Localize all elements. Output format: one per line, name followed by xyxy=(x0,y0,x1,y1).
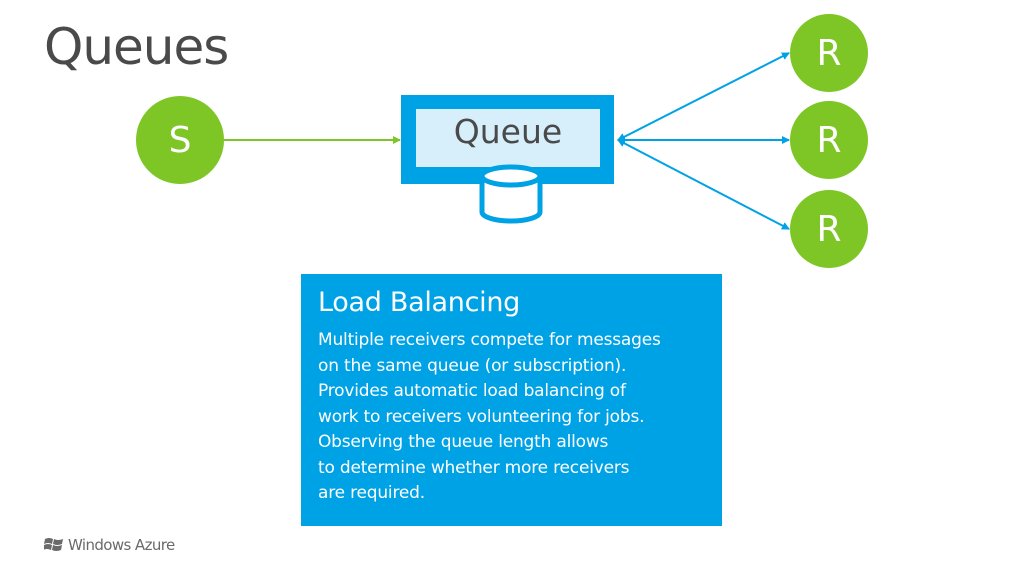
info-title: Load Balancing xyxy=(318,287,520,318)
receiver-label: R xyxy=(816,32,842,74)
sender-label: S xyxy=(168,119,192,161)
receiver-label: R xyxy=(816,208,842,250)
sender-node: S xyxy=(136,96,224,184)
queue-inner-panel xyxy=(416,109,600,167)
windows-azure-logo: Windows Azure xyxy=(44,534,175,556)
slide-title: Queues xyxy=(44,18,229,76)
receiver-node-3: R xyxy=(790,190,868,268)
queue-label: Queue xyxy=(453,112,563,151)
database-icon xyxy=(479,164,543,224)
info-body: Multiple receivers compete for messages … xyxy=(318,330,661,503)
queue-to-receiver-3-arrow xyxy=(617,139,790,230)
info-box: Load Balancing Multiple receivers compet… xyxy=(301,274,722,526)
windows-flag-icon xyxy=(44,538,63,551)
receiver-label: R xyxy=(816,119,842,161)
receiver-node-2: R xyxy=(790,101,868,179)
logo-text: Windows Azure xyxy=(68,536,175,554)
receiver-node-1: R xyxy=(790,14,868,92)
queue-to-receiver-1-arrow xyxy=(617,52,790,141)
